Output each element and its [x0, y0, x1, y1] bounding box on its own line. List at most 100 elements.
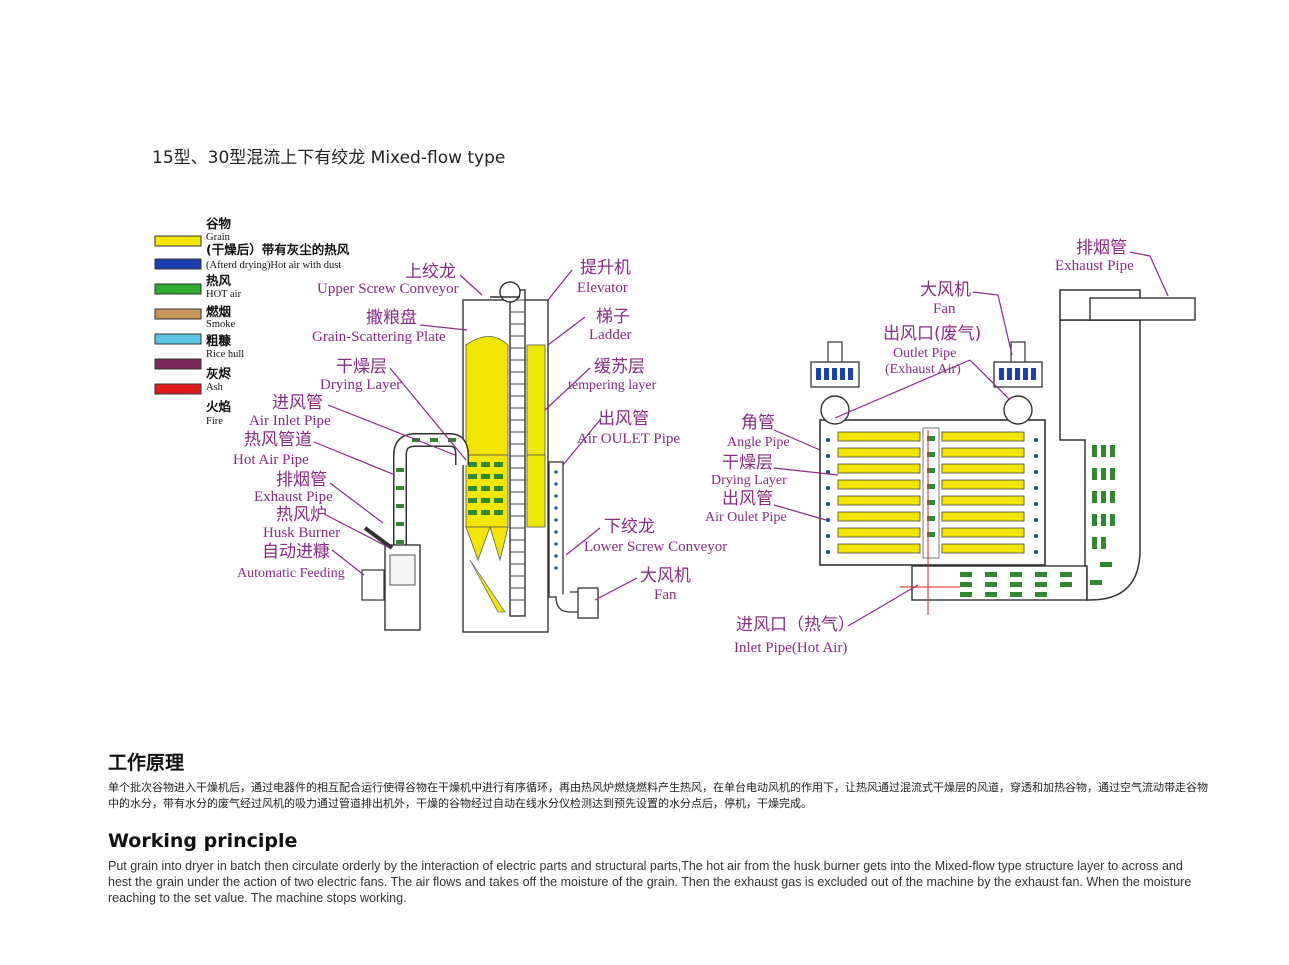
principle-title-en: Working principle — [108, 830, 298, 852]
label-fan-cn: 大风机 — [640, 566, 691, 586]
legend-label-en: (Afterd drying)Hot air with dust — [206, 260, 341, 271]
label-exhaust-pipe-r-en: Exhaust Pipe — [1055, 258, 1134, 274]
legend-label-cn: 粗糠 — [206, 333, 232, 348]
label-elevator-cn: 提升机 — [580, 258, 631, 278]
label-fan-en: Fan — [654, 587, 677, 603]
elevator-head — [499, 281, 521, 303]
exhaust-stack — [1089, 297, 1196, 321]
label-exhaust-pipe-en: Exhaust Pipe — [254, 489, 333, 505]
fan-right — [993, 341, 1043, 388]
label-grain-plate-en: Grain-Scattering Plate — [312, 329, 446, 345]
hot-air-arrows — [468, 462, 503, 515]
crosssection-dryer — [810, 289, 1196, 615]
legend-label-en: Smoke — [206, 319, 236, 330]
label-fan-r-en: Fan — [933, 301, 956, 317]
legend-item-grain: 谷物 Grain — [154, 216, 232, 247]
legend: 谷物 Grain (干燥后）带有灰尘的热风 (Afterd drying)Hot… — [154, 216, 350, 427]
hot-air-pipe — [394, 434, 468, 560]
label-hot-air-pipe-cn: 热风管道 — [244, 430, 312, 450]
label-hot-air-pipe-en: Hot Air Pipe — [233, 452, 309, 468]
leader-lines-right — [773, 251, 1169, 627]
principle-text-en: Put grain into dryer in batch then circu… — [108, 859, 1192, 905]
label-exhaust-pipe-r-cn: 排烟管 — [1076, 238, 1127, 258]
legend-label-cn: (干燥后）带有灰尘的热风 — [206, 242, 350, 257]
label-ladder-cn: 梯子 — [596, 307, 630, 327]
legend-item-rice-hull: 粗糠 Rice hull — [154, 333, 244, 360]
legend-item-ash: 灰烬 Ash — [154, 358, 232, 393]
label-drying-layer-r-cn: 干燥层 — [722, 453, 773, 473]
label-drying-layer-en: Drying Layer — [320, 377, 401, 393]
legend-label-en: Ash — [206, 382, 224, 393]
feeder-box — [361, 569, 385, 601]
label-outlet-pipe-cn: 出风口(废气) — [883, 324, 981, 344]
label-inlet-pipe-cn: 进风口（热气） — [736, 615, 855, 635]
elevator-column — [509, 289, 526, 617]
principle-text-cn: 单个批次谷物进入干燥机后，通过电器件的相互配合运行使得谷物在干燥机中进行有序循环… — [108, 781, 1208, 810]
hot-air-pipe-outline — [393, 433, 469, 560]
legend-label-en: Rice hull — [206, 349, 244, 360]
legend-swatch — [154, 333, 202, 345]
fan-left — [810, 341, 860, 388]
center-channel — [922, 427, 940, 559]
label-fan-r-cn: 大风机 — [920, 280, 971, 300]
legend-item-dust-air: (干燥后）带有灰尘的热风 (Afterd drying)Hot air with… — [154, 242, 350, 271]
label-air-outlet-en: Air OULET Pipe — [577, 431, 680, 447]
feed-pipe — [363, 526, 394, 550]
legend-item-fire: 火焰 Fire — [154, 383, 231, 427]
label-upper-screw-cn: 上绞龙 — [405, 262, 456, 282]
label-husk-burner-cn: 热风炉 — [276, 505, 327, 525]
legend-item-hot-air: 热风 HOT air — [154, 273, 242, 300]
legend-label-cn: 灰烬 — [206, 366, 232, 381]
labels-left: 上绞龙 Upper Screw Conveyor 撒粮盘 Grain-Scatt… — [233, 258, 727, 603]
label-outlet-pipe-en: Outlet Pipe — [893, 346, 956, 361]
legend-label-en: Fire — [206, 416, 223, 427]
fan-body — [577, 587, 599, 619]
page-title: 15型、30型混流上下有绞龙 Mixed-flow type — [152, 148, 506, 168]
label-drying-layer-r-en: Drying Layer — [711, 473, 787, 488]
label-auto-feed-cn: 自动进糠 — [262, 541, 330, 562]
tower-dryer — [361, 281, 599, 633]
drying-layers — [837, 431, 1025, 554]
legend-label-en: HOT air — [206, 289, 242, 300]
elevator-buckets — [510, 299, 525, 601]
drying-layer-right — [526, 454, 546, 528]
legend-swatch — [154, 283, 202, 295]
exhaust-dots — [554, 470, 558, 570]
label-auto-feed-en: Automatic Feeding — [237, 566, 345, 581]
label-air-outlet-cn: 出风管 — [598, 409, 649, 429]
grain-drop — [469, 559, 506, 613]
label-air-inlet-cn: 进风管 — [272, 393, 323, 413]
label-air-outlet-r-cn: 出风管 — [722, 489, 773, 509]
label-inlet-pipe-en: Inlet Pipe(Hot Air) — [734, 640, 847, 656]
side-dots — [826, 438, 1038, 554]
label-drying-layer-cn: 干燥层 — [336, 357, 387, 377]
inlet-arrows — [960, 572, 1072, 597]
label-air-inlet-en: Air Inlet Pipe — [249, 413, 331, 429]
hopper-cone — [489, 526, 509, 562]
legend-swatch — [154, 383, 202, 395]
label-lower-screw-cn: 下绞龙 — [604, 517, 655, 537]
legend-label-cn: 热风 — [206, 273, 232, 288]
grain-upper — [465, 336, 509, 456]
label-ladder-en: Ladder — [589, 327, 631, 343]
label-lower-screw-en: Lower Screw Conveyor — [584, 539, 727, 555]
angle-pipe-left — [820, 395, 850, 425]
label-outlet-pipe-en2: (Exhaust Air) — [885, 362, 961, 377]
burner-column — [1059, 319, 1141, 601]
legend-swatch — [154, 258, 202, 270]
legend-swatch — [154, 308, 202, 320]
label-angle-pipe-en: Angle Pipe — [727, 435, 790, 450]
burner-arrows — [1090, 445, 1115, 585]
leader-lines-left — [313, 269, 638, 601]
angle-pipe-right — [1003, 395, 1033, 425]
label-tempering-en: tempering layer — [568, 378, 657, 393]
legend-item-smoke: 燃烟 Smoke — [154, 304, 236, 330]
legend-label-en: Grain — [206, 232, 231, 243]
label-tempering-cn: 缓苏层 — [594, 357, 645, 377]
burner-chamber — [389, 554, 416, 586]
hopper-cone — [465, 526, 491, 562]
label-air-outlet-r-en: Air Oulet Pipe — [705, 510, 787, 525]
label-exhaust-pipe-cn: 排烟管 — [276, 470, 327, 490]
label-elevator-en: Elevator — [577, 280, 628, 296]
